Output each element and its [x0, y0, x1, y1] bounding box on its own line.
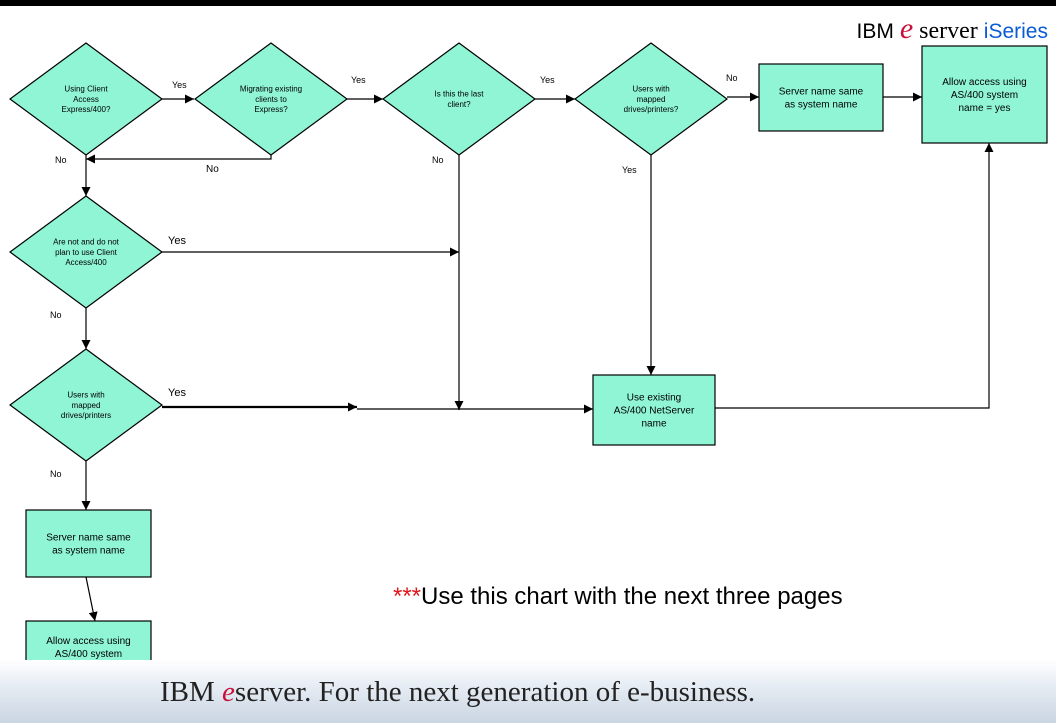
node-label-line: clients to [255, 95, 287, 104]
note-text: Use this chart with the next three pages [421, 583, 843, 610]
decision-diamond [8, 42, 164, 156]
node-label-line: Migrating existing [240, 84, 302, 93]
node-label-line: AS/400 system [55, 649, 122, 660]
top-rule [0, 0, 1056, 6]
edge-d2-no [86, 154, 272, 164]
ibm-wordmark: IBM [856, 20, 894, 43]
label-d6-no: No [50, 469, 62, 479]
node-label-line: Are not and do not [53, 237, 120, 246]
footer-tagline: IBM eserver. For the next generation of … [160, 676, 755, 709]
node-label-line: client? [447, 100, 471, 109]
label-d6-yes: Yes [168, 387, 186, 399]
process-r4: Server name same as system name [25, 509, 152, 578]
node-label-line: Using Client [64, 84, 108, 93]
node-label-line: Server name same [46, 533, 131, 544]
node-label-line: Users with [67, 390, 104, 399]
iseries-wordmark: iSeries [983, 20, 1048, 43]
node-label-line: AS/400 system [951, 90, 1018, 101]
node-label-line: Access/400 [65, 258, 107, 267]
process-box [758, 63, 884, 132]
node-label-line: name [641, 419, 666, 430]
label-d2-yes: Yes [351, 75, 366, 85]
node-label-line: AS/400 NetServer [614, 406, 695, 417]
decision-d5: Are not and do not plan to use ClientAcce… [8, 195, 164, 309]
process-box [921, 45, 1048, 144]
node-label-line: Allow access using [46, 636, 130, 647]
flowchart-edges [81, 92, 994, 622]
decision-diamond [193, 42, 349, 156]
node-label-line: mapped [637, 95, 666, 104]
decision-diamond [8, 348, 164, 462]
process-box [25, 509, 152, 578]
node-label-line: Access [73, 95, 99, 104]
label-d2-no: No [206, 164, 219, 175]
footer-slogan: server. For the next generation of e-bus… [234, 676, 756, 708]
label-d5-yes: Yes [168, 235, 186, 247]
label-d1-yes: Yes [172, 80, 187, 90]
footer-ibm: IBM [160, 676, 215, 708]
node-label-line: mapped [72, 401, 101, 410]
chart-usage-note: ***Use this chart with the next three pa… [393, 583, 843, 611]
decision-diamond [573, 42, 729, 156]
decision-diamond [381, 42, 537, 156]
node-label-line: Allow access using [942, 77, 1026, 88]
edge-r4-r5 [85, 576, 98, 622]
node-label-line: Express? [254, 105, 288, 114]
node-label-line: Express/400? [62, 105, 111, 114]
server-wordmark: server [919, 18, 978, 44]
node-label-line: name = yes [959, 103, 1011, 114]
node-label-line: as system name [785, 100, 858, 111]
label-d1-no: No [55, 155, 67, 165]
node-label-line: as system name [52, 546, 125, 557]
label-d5-no: No [50, 310, 62, 320]
node-label-line: Is this the last [435, 90, 485, 99]
eserver-e-logo: e [899, 12, 914, 45]
label-d4-yes: Yes [622, 165, 637, 175]
node-label-line: Users with [632, 84, 669, 93]
label-d3-yes: Yes [540, 75, 555, 85]
process-r1: Server name same as system name [758, 63, 884, 132]
ibm-eserver-iseries-logo: IBM e server iSeries [856, 12, 1048, 48]
node-label-line: drives/printers [61, 411, 111, 420]
node-label-line: plan to use Client [55, 248, 118, 257]
footer-band [0, 660, 1056, 723]
decision-diamond [8, 195, 164, 309]
note-asterisks: *** [393, 583, 422, 610]
process-box [592, 374, 716, 446]
edge-r3-r2 [715, 143, 994, 409]
label-d3-no: No [432, 155, 444, 165]
footer-e-logo: e [222, 676, 235, 708]
label-d4-no: No [726, 73, 738, 83]
node-label-line: Use existing [627, 393, 681, 404]
node-label-line: Server name same [779, 87, 864, 98]
node-label-line: drives/printers? [624, 105, 679, 114]
